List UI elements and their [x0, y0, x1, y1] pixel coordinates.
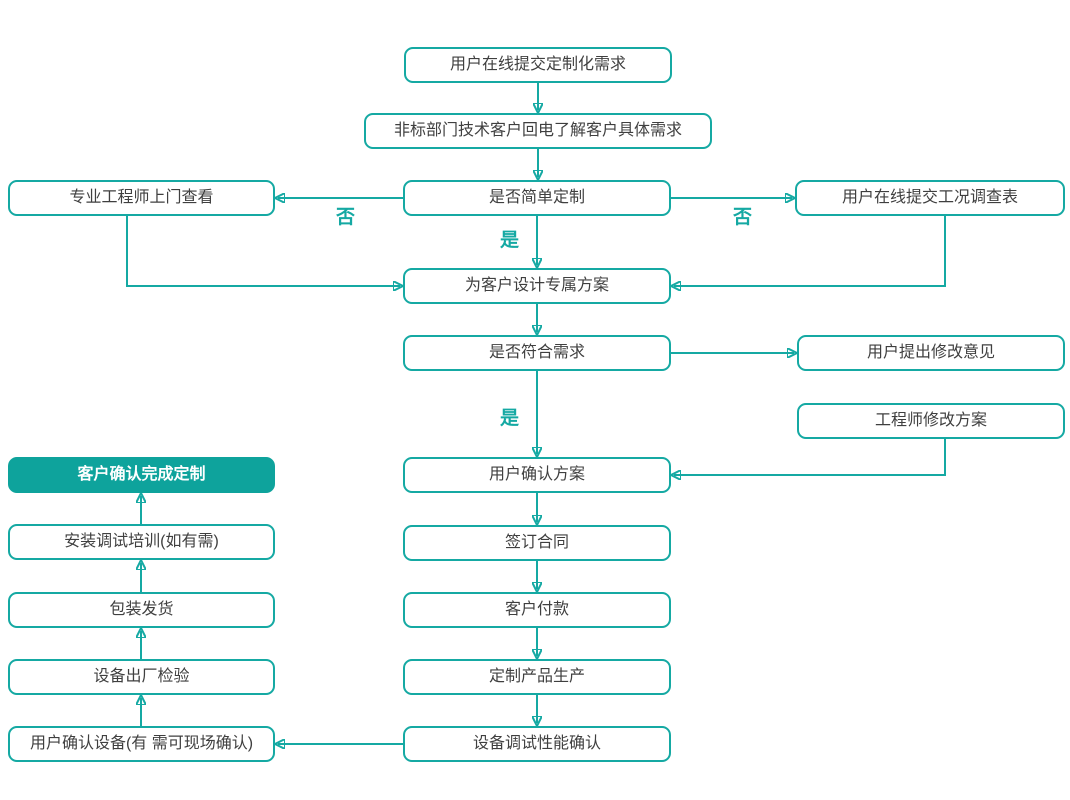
node-debug-performance: 设备调试性能确认: [403, 726, 671, 762]
edge-survey-to-design: [674, 216, 946, 286]
edge-label-no-right: 否: [733, 207, 753, 228]
node-sign-contract: 签订合同: [403, 525, 671, 561]
node-engineer-revise: 工程师修改方案: [797, 403, 1065, 439]
node-customization-complete: 客户确认完成定制: [8, 457, 275, 493]
node-custom-production: 定制产品生产: [403, 659, 671, 695]
edge-label-no-left: 否: [336, 207, 356, 228]
node-user-confirm-plan: 用户确认方案: [403, 457, 671, 493]
node-packing-shipping: 包装发货: [8, 592, 275, 628]
node-design-plan: 为客户设计专属方案: [403, 268, 671, 304]
node-customer-payment: 客户付款: [403, 592, 671, 628]
edge-label-yes-top: 是: [500, 230, 520, 251]
edge-visit-to-design: [126, 216, 400, 286]
edge-revise-to-confirm: [674, 439, 946, 475]
node-user-confirm-device: 用户确认设备(有 需可现场确认): [8, 726, 275, 762]
node-factory-inspection: 设备出厂检验: [8, 659, 275, 695]
node-engineer-visit: 专业工程师上门查看: [8, 180, 275, 216]
node-condition-survey: 用户在线提交工况调查表: [795, 180, 1065, 216]
node-meets-needs-decision: 是否符合需求: [403, 335, 671, 371]
node-user-feedback: 用户提出修改意见: [797, 335, 1065, 371]
edge-label-yes-bottom: 是: [500, 408, 520, 429]
node-simple-custom-decision: 是否简单定制: [403, 180, 671, 216]
node-tech-callback: 非标部门技术客户回电了解客户具体需求: [364, 113, 712, 149]
node-submit-request: 用户在线提交定制化需求: [404, 47, 672, 83]
node-install-training: 安装调试培训(如有需): [8, 524, 275, 560]
